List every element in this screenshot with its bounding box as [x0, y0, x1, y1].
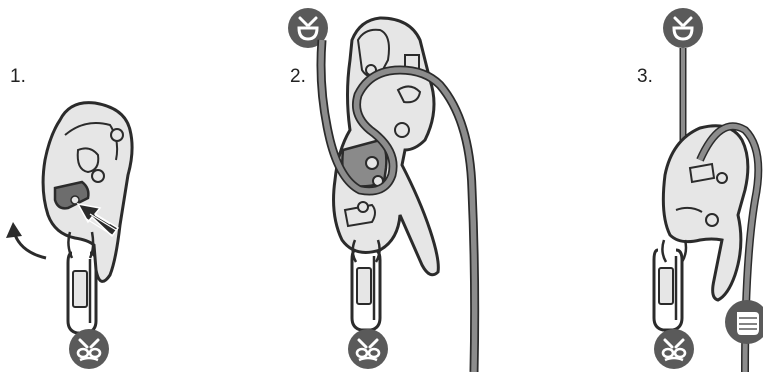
carabiner — [652, 248, 684, 332]
harness-icon — [652, 327, 696, 371]
harness-icon — [346, 327, 390, 371]
step-3-label: 3. — [637, 66, 653, 87]
anchor-icon — [661, 6, 705, 50]
step-1-illustration — [6, 101, 134, 371]
carabiner — [66, 251, 98, 335]
step-1-label: 1. — [10, 66, 26, 87]
step-3-illustration — [652, 6, 763, 372]
harness-icon — [67, 327, 111, 371]
hand-grip-icon — [725, 300, 763, 344]
rotate-arrow-icon — [6, 222, 47, 260]
step-2-label: 2. — [290, 66, 306, 87]
step-2-illustration — [286, 6, 480, 372]
carabiner — [350, 248, 382, 332]
